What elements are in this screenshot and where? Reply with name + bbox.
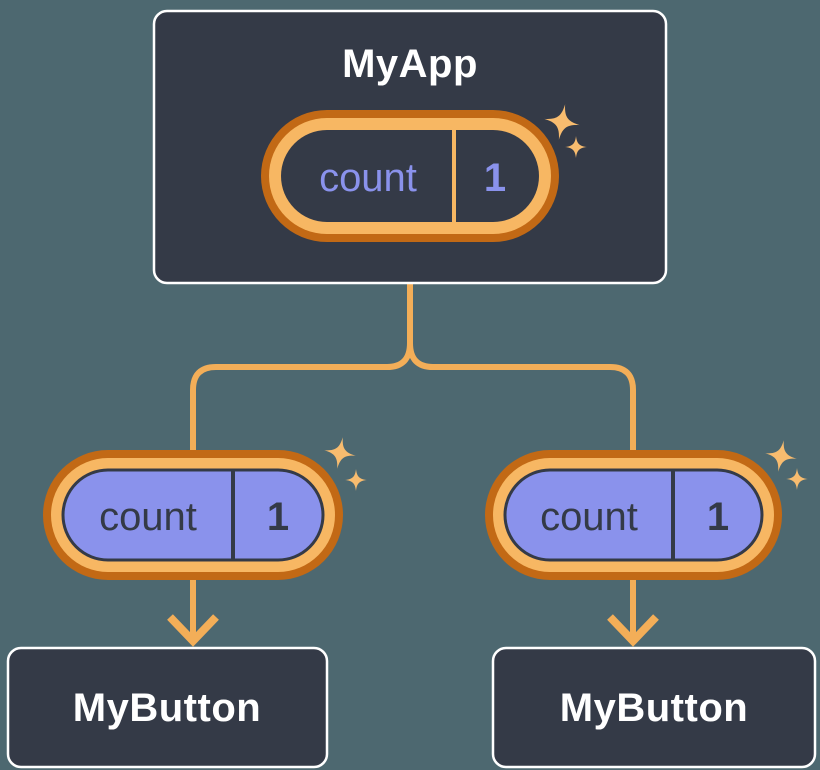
state-value: 1 <box>707 495 729 539</box>
arrow-down-icon <box>607 614 659 647</box>
state-name: count <box>540 495 638 539</box>
sparkles-right <box>765 440 808 490</box>
connector-line-right <box>407 283 636 638</box>
connectors <box>167 283 659 647</box>
sparkle-icon <box>544 104 580 140</box>
sparkle-icon <box>324 437 356 469</box>
state-pill-left: count 1 <box>43 437 367 580</box>
node-mybutton-left: MyButton <box>6 646 329 769</box>
sparkle-icon <box>565 136 587 158</box>
node-title: MyButton <box>73 686 261 730</box>
state-name: count <box>319 156 417 200</box>
sparkle-icon <box>765 440 797 472</box>
arrow-down-icon <box>167 614 219 647</box>
sparkle-icon <box>786 468 808 490</box>
state-value: 1 <box>484 156 506 200</box>
node-title: MyButton <box>560 686 748 730</box>
node-box <box>491 646 817 769</box>
state-pill-right: count 1 <box>485 440 808 580</box>
node-box <box>6 646 329 769</box>
node-mybutton-right: MyButton <box>491 646 817 769</box>
sparkles-root <box>544 104 587 158</box>
state-name: count <box>99 495 197 539</box>
node-myapp: MyApp count 1 <box>152 9 668 285</box>
node-title: MyApp <box>342 42 478 86</box>
sparkle-icon <box>345 469 367 491</box>
sparkles-left <box>324 437 367 491</box>
pill-body <box>281 130 539 222</box>
state-pill-root: count 1 <box>261 110 559 242</box>
state-value: 1 <box>267 495 289 539</box>
pill-body <box>503 468 764 562</box>
pill-body <box>61 468 325 562</box>
